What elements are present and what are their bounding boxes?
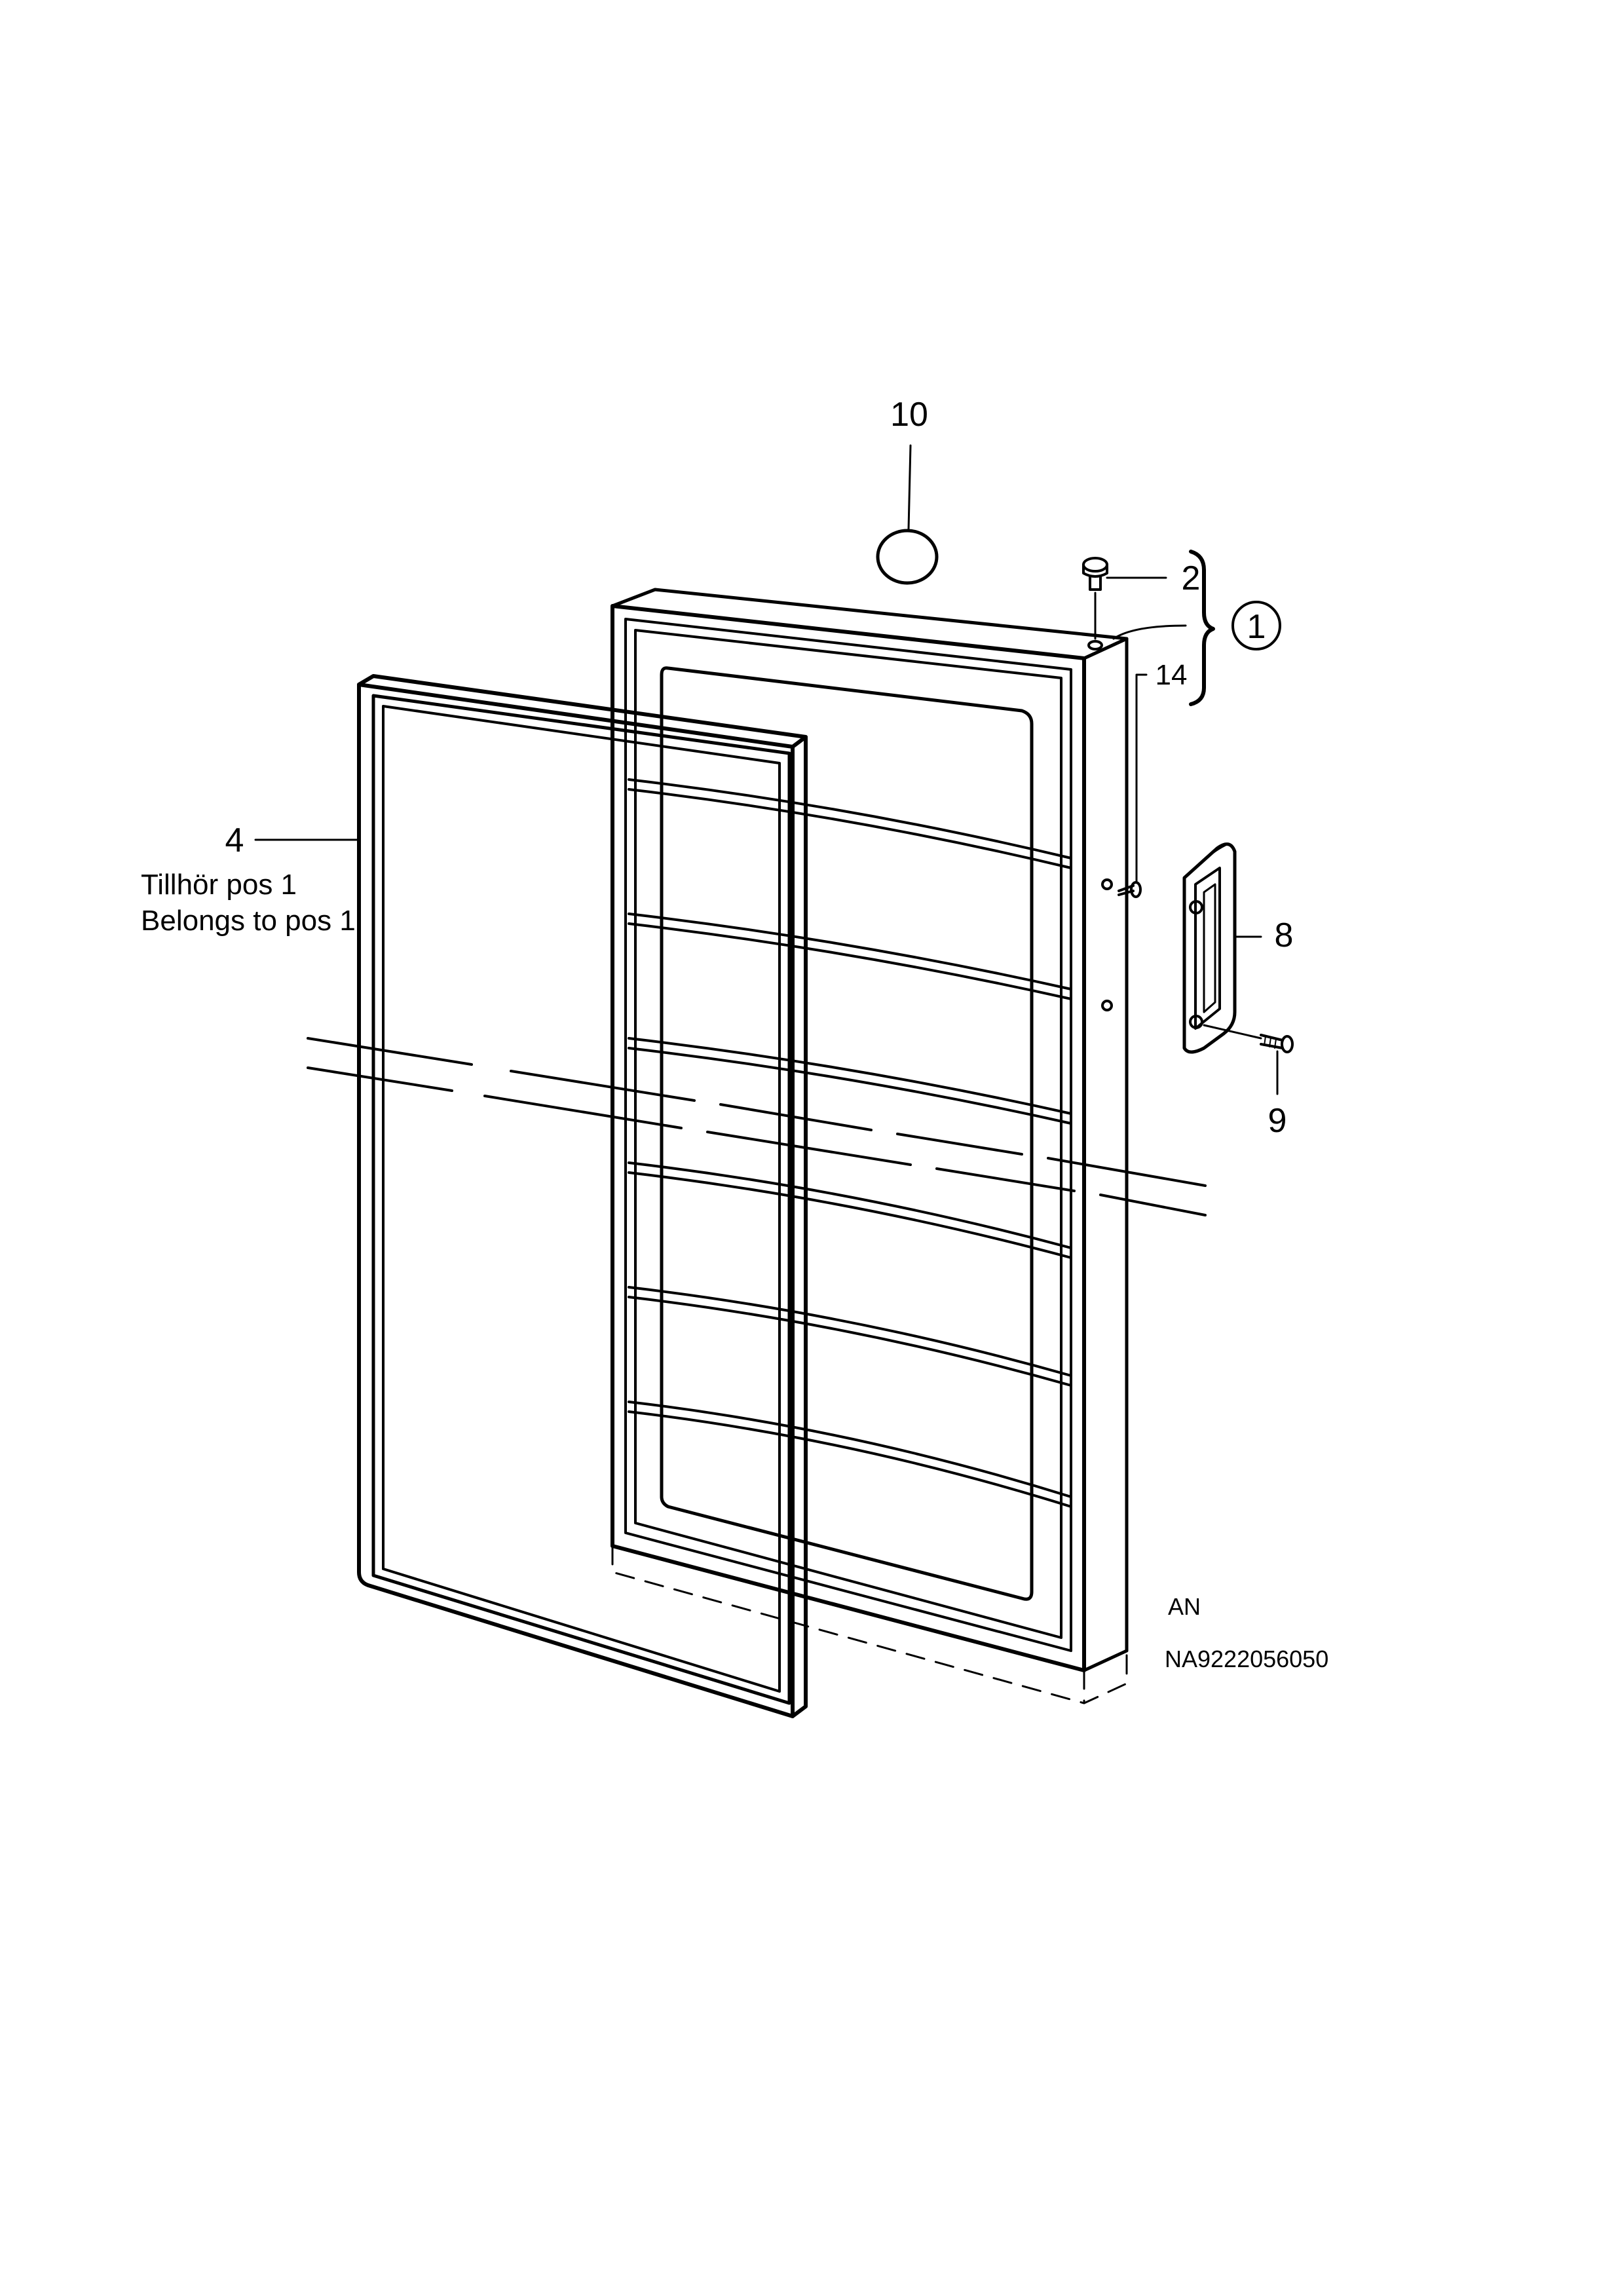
- callout-1: 1: [1247, 608, 1266, 646]
- door-panel: [611, 588, 1129, 1704]
- screw-part-9: [1203, 1024, 1294, 1095]
- door-shelves: [628, 778, 1072, 1508]
- callout-14: 14: [1156, 659, 1188, 691]
- hinge-screw-part-14: [1118, 673, 1148, 898]
- part-1-brace: [1112, 550, 1281, 706]
- drawing-code-an: AN: [1168, 1593, 1201, 1620]
- cap-part-10: [876, 444, 939, 585]
- callout-10: 10: [890, 396, 928, 434]
- handle-part-8: [1182, 842, 1262, 1054]
- break-lines: [307, 1037, 1207, 1216]
- note-belongs-en: Belongs to pos 1: [141, 905, 356, 937]
- note-belongs-sv: Tillhör pos 1: [141, 869, 297, 901]
- door-gasket: [357, 674, 808, 1718]
- callout-2: 2: [1182, 559, 1201, 597]
- drawing-number: NA9222056050: [1165, 1646, 1328, 1672]
- callout-9: 9: [1268, 1102, 1287, 1140]
- hinge-pin-part-2: [1082, 557, 1167, 640]
- callout-4: 4: [225, 821, 244, 859]
- callout-8: 8: [1275, 916, 1294, 954]
